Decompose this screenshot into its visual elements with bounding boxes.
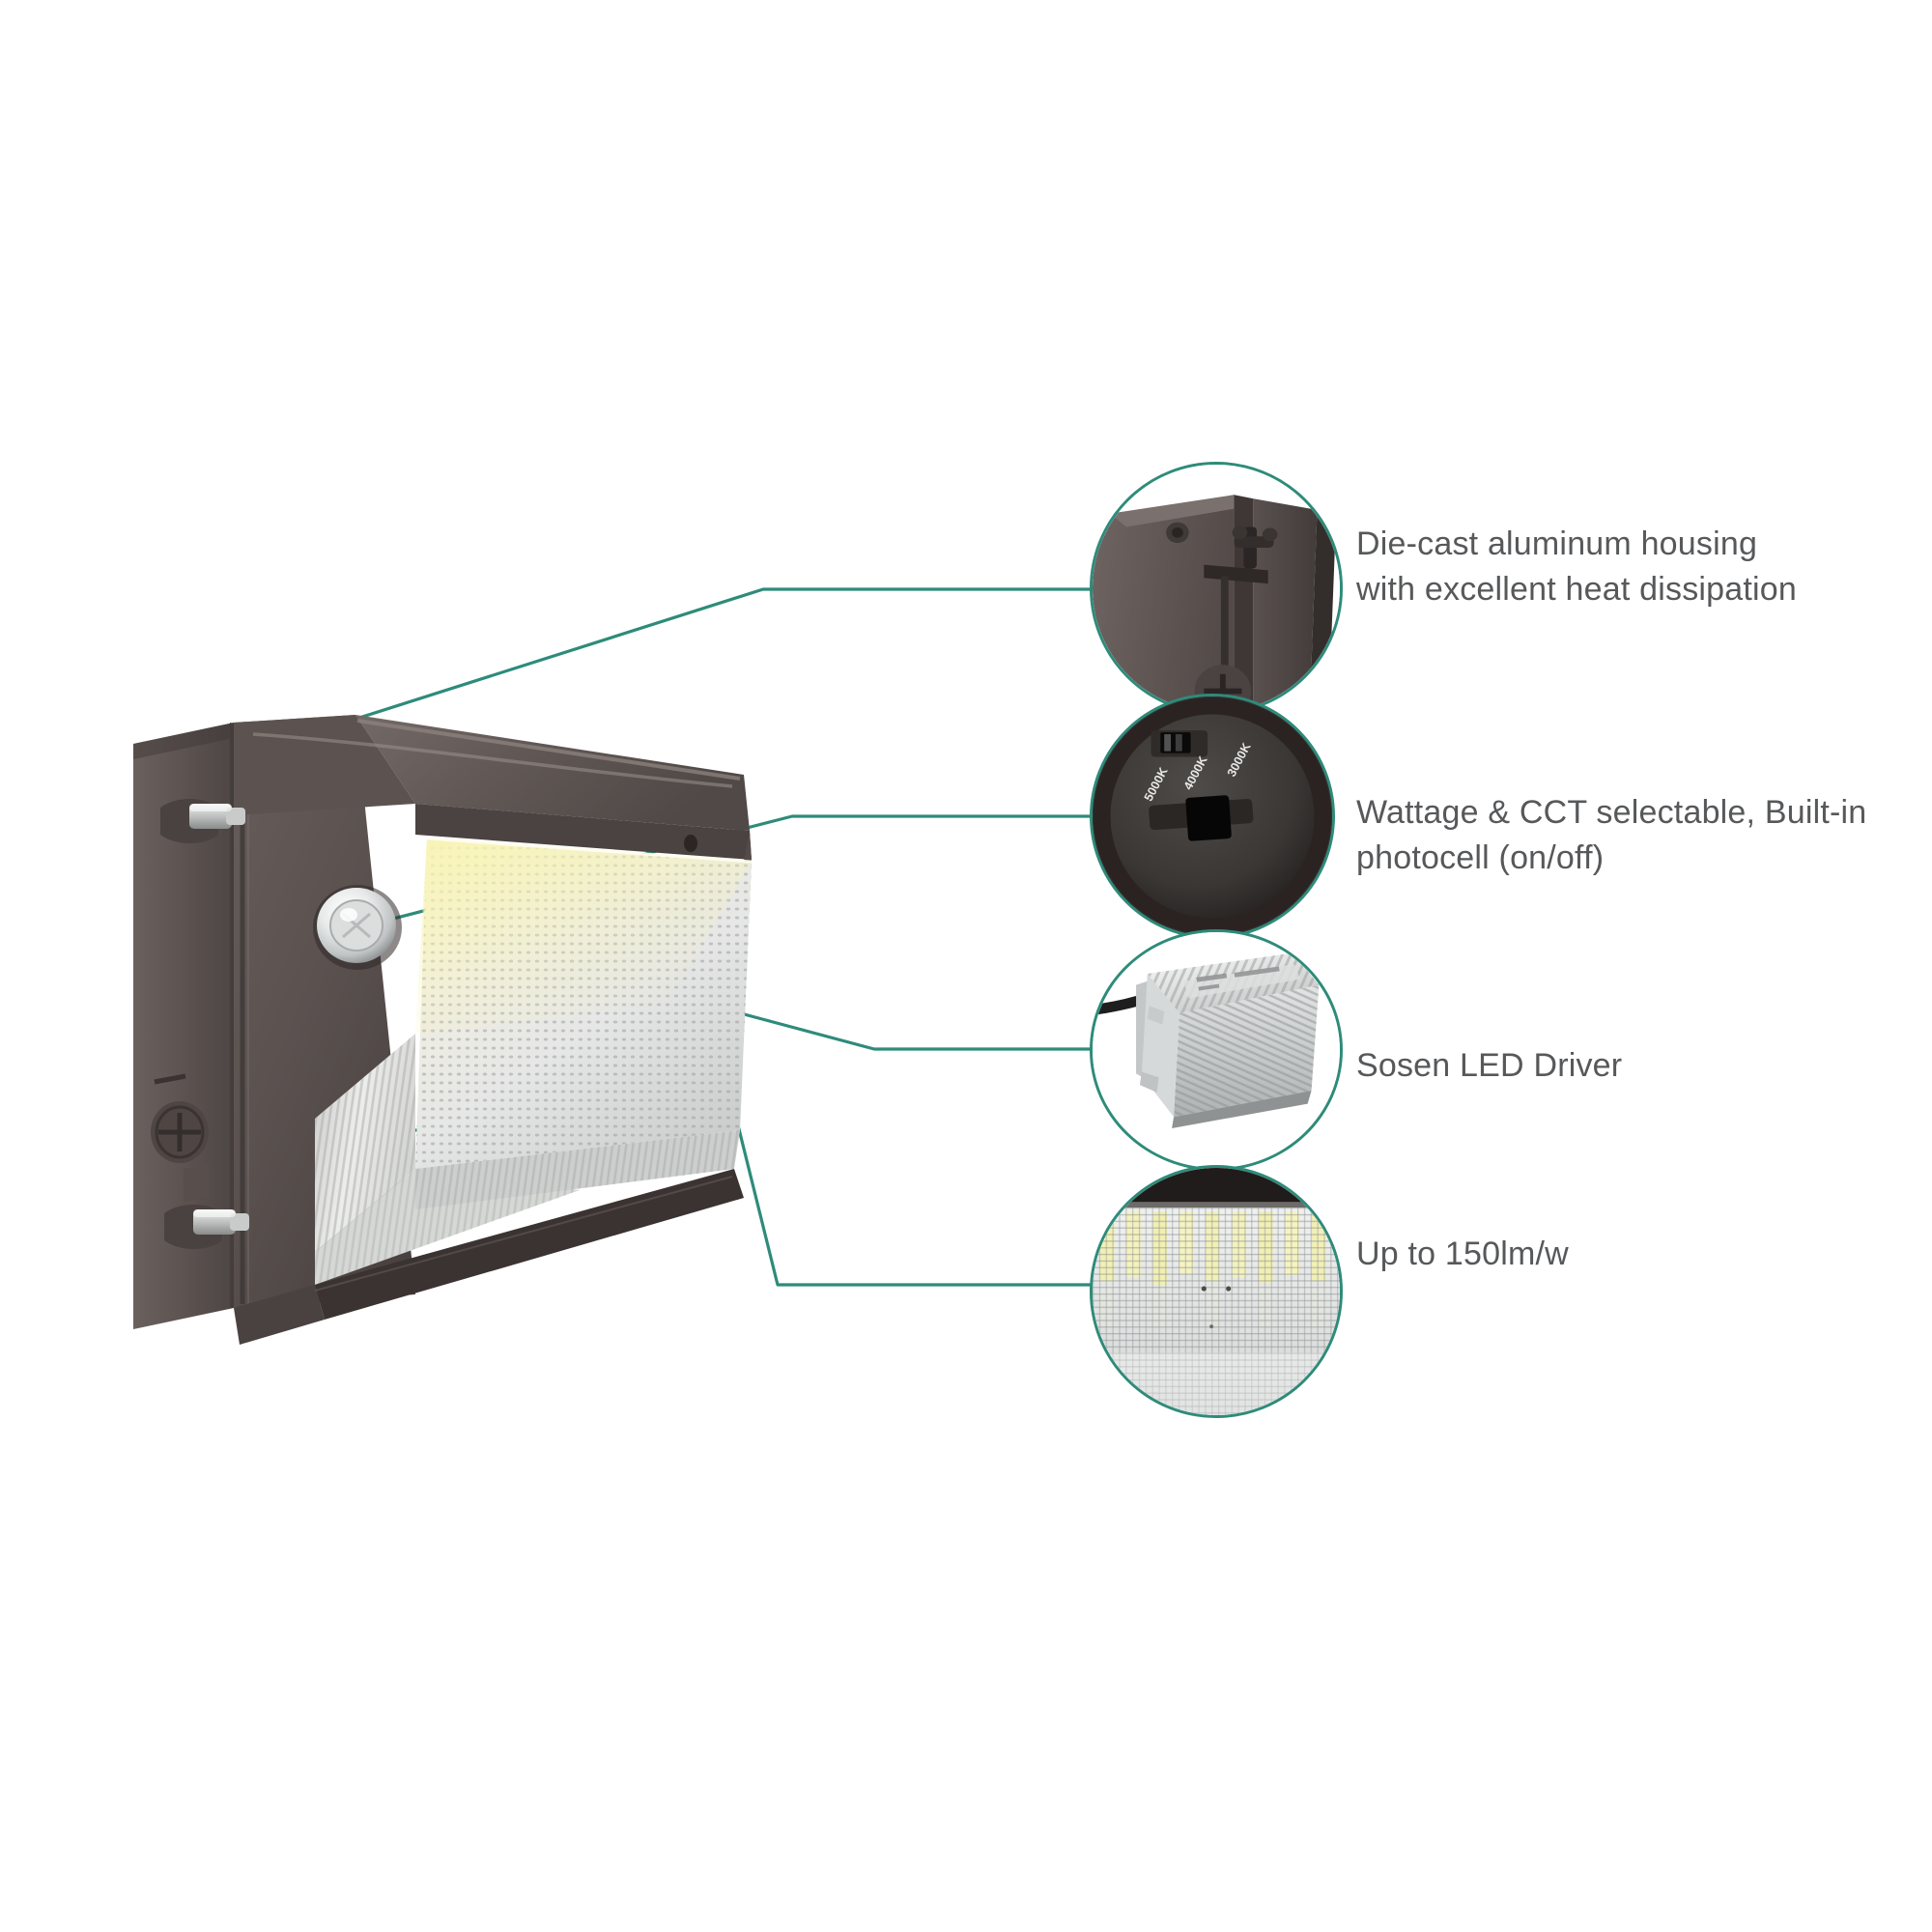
product-bottom-lip bbox=[234, 1169, 744, 1345]
cct-switch-image: 5000K 4000K 3000K bbox=[1093, 696, 1332, 936]
led-driver-image bbox=[1093, 932, 1340, 1168]
callout-cct-switch-detail: 5000K 4000K 3000K bbox=[1090, 694, 1335, 939]
callout-housing-detail bbox=[1090, 462, 1343, 715]
product-hood bbox=[234, 715, 752, 860]
leader-housing bbox=[227, 587, 1092, 761]
housing-side-notch bbox=[184, 1165, 209, 1202]
feature-label-selectable: Wattage & CCT selectable, Built-in photo… bbox=[1356, 794, 1867, 876]
feature-label-housing: Die-cast aluminum housing with excellent… bbox=[1356, 526, 1798, 608]
callout-led-driver-detail bbox=[1090, 929, 1343, 1171]
mounting-bolt-bottom bbox=[164, 1205, 249, 1249]
product-lens bbox=[315, 837, 753, 1285]
mounting-bolt-top bbox=[160, 799, 245, 843]
conduit-knockout-plug bbox=[151, 1073, 209, 1163]
callout-led-board-detail bbox=[1090, 1165, 1343, 1418]
product-illustration bbox=[133, 715, 753, 1345]
feature-label-efficacy: Up to 150lm/w bbox=[1356, 1236, 1569, 1272]
led-board-image bbox=[1093, 1168, 1340, 1415]
housing-detail-image bbox=[1093, 465, 1340, 712]
photocell-sensor bbox=[313, 885, 402, 970]
leader-driver bbox=[706, 1003, 1092, 1051]
feature-label-driver: Sosen LED Driver bbox=[1356, 1047, 1623, 1084]
